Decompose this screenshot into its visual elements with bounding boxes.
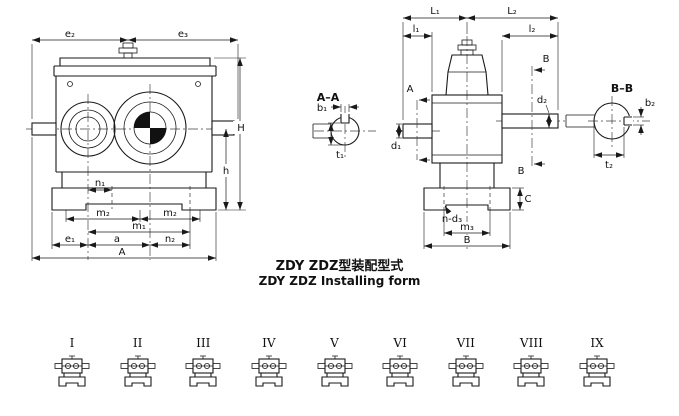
front-view: e₂ e₃ H h n₁	[26, 29, 248, 261]
cut-label-A: A	[407, 84, 414, 95]
form-label: I	[69, 336, 75, 350]
dim-label-H: H	[237, 123, 245, 134]
side-dimensions: L₁ L₂ l₁ l₂ d₂ d₁	[391, 6, 559, 249]
installation-form-7: VII	[444, 336, 488, 392]
cut-label-B-bottom: B	[518, 166, 525, 177]
base	[423, 163, 511, 211]
shaft-end	[565, 114, 595, 128]
dim-label-t2: t₂	[605, 160, 613, 171]
dim-label-m3: m₃	[460, 222, 474, 233]
installation-form-6: VI	[378, 336, 422, 392]
centroid-symbol	[133, 111, 167, 145]
base	[51, 172, 217, 211]
form-label: IX	[590, 336, 604, 350]
section-aa-title: A–A	[317, 91, 340, 104]
shaft-stubs	[31, 120, 235, 136]
dim-label-m1: m₁	[132, 221, 146, 232]
installation-form-3: III	[181, 336, 225, 392]
cut-label-B-top: B	[543, 54, 550, 65]
dim-label-b2: b₂	[645, 98, 655, 109]
housing-profile	[431, 54, 503, 164]
gearbox-icon	[181, 352, 225, 392]
gearbox-icon	[378, 352, 422, 392]
installation-form-8: VIII	[509, 336, 553, 392]
dim-label-e2: e₂	[65, 29, 75, 40]
form-label: V	[330, 336, 339, 350]
form-label: VIII	[519, 336, 543, 350]
section-a-a: A–A b₁ t₁	[312, 91, 376, 161]
dim-label-C: C	[525, 194, 532, 205]
breather-cap	[118, 42, 138, 59]
dim-label-a: a	[114, 234, 120, 245]
shaft-end	[312, 123, 331, 139]
dim-label-l1: l₁	[413, 24, 420, 35]
gearbox-icon	[50, 352, 94, 392]
dim-label-d1: d₁	[391, 141, 401, 152]
dim-label-n1: n₁	[95, 178, 105, 189]
installation-form-4: IV	[247, 336, 291, 392]
dim-label-m2-left: m₂	[96, 208, 110, 219]
dim-label-b1: b₁	[317, 103, 327, 114]
housing	[53, 57, 217, 173]
bb-dimensions: b₂ t₂	[593, 98, 655, 171]
dim-label-h: h	[223, 166, 229, 177]
dim-label-t1: t₁	[336, 150, 344, 161]
center-lines	[396, 36, 566, 252]
section-b-b: B–B b₂ t₂	[565, 82, 655, 171]
installation-form-5: V	[313, 336, 357, 392]
gearbox-icon	[509, 352, 553, 392]
dim-label-A: A	[119, 247, 126, 258]
gearbox-icon	[313, 352, 357, 392]
dim-label-n-d3: n-d₃	[442, 214, 462, 225]
dim-label-L2: L₂	[507, 6, 517, 17]
caption: ZDY ZDZ型装配型式 ZDY ZDZ Installing form	[0, 259, 679, 288]
bearing-circles	[60, 91, 187, 165]
dim-label-L1: L₁	[430, 6, 440, 17]
gearbox-icon	[575, 352, 619, 392]
form-label: VI	[393, 336, 407, 350]
front-dimensions: e₂ e₃ H h n₁	[31, 29, 248, 261]
shaft-stubs	[402, 113, 559, 139]
dim-label-m2-right: m₂	[163, 208, 177, 219]
dim-label-e3: e₃	[178, 29, 188, 40]
form-label: VII	[456, 336, 475, 350]
side-view: A B B L₁ L₂	[391, 6, 566, 252]
dim-label-e1: e₁	[65, 234, 75, 245]
installation-forms: I II III IV V VI VII VIII	[50, 336, 619, 392]
form-label: II	[132, 336, 143, 350]
form-label: IV	[262, 336, 276, 350]
caption-line-en: ZDY ZDZ Installing form	[258, 274, 421, 288]
form-label: III	[196, 336, 211, 350]
keyway	[340, 114, 350, 124]
cutting-plane-A: A	[407, 84, 430, 163]
keyway	[623, 116, 632, 126]
gearbox-icon	[116, 352, 160, 392]
gearbox-icon	[247, 352, 291, 392]
section-bb-title: B–B	[611, 82, 633, 95]
dim-label-l2: l₂	[529, 24, 536, 35]
installation-form-1: I	[50, 336, 94, 392]
dim-label-B-width: B	[464, 235, 471, 246]
dim-label-d2: d₂	[537, 95, 547, 106]
cutting-plane-B: B B	[518, 54, 550, 177]
gearbox-icon	[444, 352, 488, 392]
installation-form-9: IX	[575, 336, 619, 392]
aa-dimensions: b₁ t₁	[317, 103, 359, 161]
installation-form-2: II	[116, 336, 160, 392]
dim-label-n2: n₂	[165, 234, 175, 245]
caption-line-cn: ZDY ZDZ型装配型式	[275, 259, 404, 274]
assembly-drawing: e₂ e₃ H h n₁	[26, 6, 655, 261]
